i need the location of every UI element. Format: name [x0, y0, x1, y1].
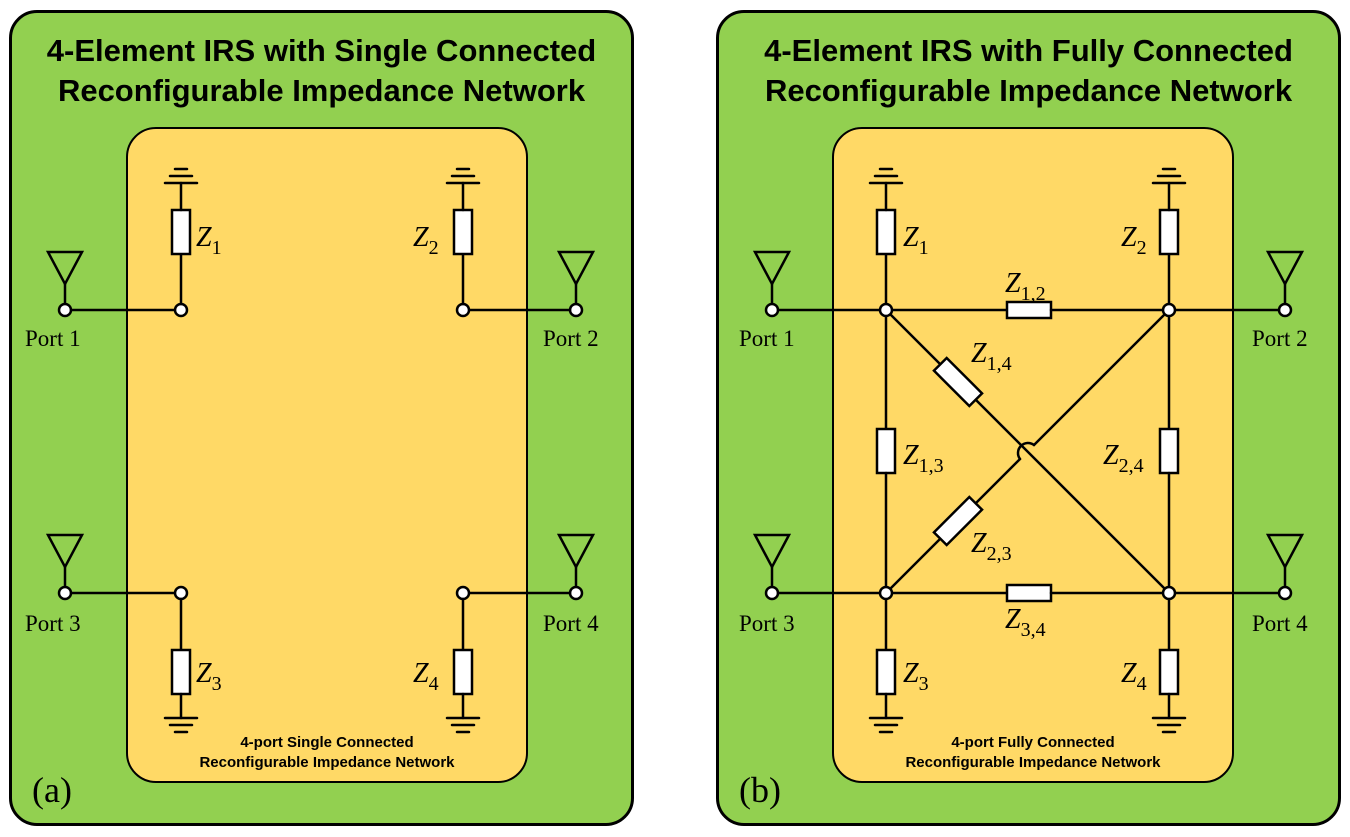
panel-a-node4: [455, 585, 471, 601]
panel-a-port2-antenna-icon: [556, 250, 596, 318]
panel-b-z34-label: Z3,4: [1005, 604, 1046, 641]
panel-a-z2-resistor: [452, 208, 474, 256]
panel-b-ground3-icon: [868, 716, 904, 734]
panel-a-z4-label: Z4: [413, 658, 439, 695]
panel-b-z4-resistor: [1158, 648, 1180, 696]
panel-b-z2-label: Z2: [1121, 222, 1147, 259]
panel-b-z3-label: Z3: [903, 658, 929, 695]
panel-a-node3: [173, 585, 189, 601]
panel-b-title-line2: Reconfigurable Impedance Network: [764, 73, 1293, 108]
panel-b-node1: [878, 302, 894, 318]
panel-a-ground1-icon: [163, 167, 199, 185]
panel-a-ground4-icon: [445, 716, 481, 734]
panel-b-ground4-icon: [1151, 716, 1187, 734]
panel-b-z3-resistor: [875, 648, 897, 696]
panel-a-port3-antenna-icon: [45, 533, 85, 601]
panel-b-z24-label: Z2,4: [1103, 440, 1144, 477]
panel-b-port3-label: Port 3: [739, 611, 795, 636]
panel-b-port1-label: Port 1: [739, 326, 795, 351]
panel-b-node2: [1161, 302, 1177, 318]
panel-a-network-line2: Reconfigurable Impedance Network: [199, 754, 455, 771]
panel-b-letter: (b): [739, 770, 781, 810]
panel-b-port4-label: Port 4: [1252, 611, 1308, 636]
panel-b-title-line1: 4-Element IRS with Fully Connected: [764, 33, 1293, 68]
panel-a-letter: (a): [32, 770, 72, 810]
panel-b-z12-label: Z1,2: [1005, 268, 1046, 305]
panel-a-z1-label: Z1: [196, 222, 222, 259]
panel-a-title: 4-Element IRS with Single Connected Reco…: [12, 31, 631, 111]
panel-a-z1-resistor: [170, 208, 192, 256]
panel-a-ground3-icon: [163, 716, 199, 734]
panel-a-port2-label: Port 2: [543, 326, 599, 351]
panel-a-z3-resistor: [170, 648, 192, 696]
panel-b-title: 4-Element IRS with Fully Connected Recon…: [719, 31, 1338, 111]
panel-a-port3-label: Port 3: [25, 611, 81, 636]
panel-b-ground1-icon: [868, 167, 904, 185]
panel-a-network-label: 4-port Single Connected Reconfigurable I…: [128, 733, 526, 773]
panel-a-network-line1: 4-port Single Connected: [240, 734, 414, 751]
panel-b-z13-label: Z1,3: [903, 440, 944, 477]
panel-b-z23-label: Z2,3: [971, 528, 1012, 565]
panel-b-z24-resistor: [1158, 427, 1180, 475]
panel-b-z4-label: Z4: [1121, 658, 1147, 695]
panel-b-port2-antenna-icon: [1265, 250, 1305, 318]
panel-a-port4-antenna-icon: [556, 533, 596, 601]
panel-b-network-line2: Reconfigurable Impedance Network: [905, 754, 1161, 771]
panel-a-z4-resistor: [452, 648, 474, 696]
panel-b-z14-label: Z1,4: [971, 338, 1012, 375]
panel-b-port3-antenna-icon: [752, 533, 792, 601]
panel-b-node3: [878, 585, 894, 601]
panel-b-port4-antenna-icon: [1265, 533, 1305, 601]
panel-b-z2-resistor: [1158, 208, 1180, 256]
panel-b-z1-resistor: [875, 208, 897, 256]
panel-a-z3-label: Z3: [196, 658, 222, 695]
panel-a-port4-label: Port 4: [543, 611, 599, 636]
panel-b-z13-resistor: [875, 427, 897, 475]
panel-a-node2: [455, 302, 471, 318]
panel-a-port1-label: Port 1: [25, 326, 81, 351]
panel-b-node4: [1161, 585, 1177, 601]
panel-b-ground2-icon: [1151, 167, 1187, 185]
panel-b-network-line1: 4-port Fully Connected: [951, 734, 1115, 751]
panel-b-port2-label: Port 2: [1252, 326, 1308, 351]
panel-a-port1-antenna-icon: [45, 250, 85, 318]
panel-a-z2-label: Z2: [413, 222, 439, 259]
panel-b-port1-antenna-icon: [752, 250, 792, 318]
panel-a-node1: [173, 302, 189, 318]
panel-a-title-line2: Reconfigurable Impedance Network: [57, 73, 586, 108]
panel-a-ground2-icon: [445, 167, 481, 185]
panel-b-z34-resistor: [1005, 583, 1053, 603]
panel-a-title-line1: 4-Element IRS with Single Connected: [46, 33, 597, 68]
panel-b-z1-label: Z1: [903, 222, 929, 259]
panel-b-network-label: 4-port Fully Connected Reconfigurable Im…: [834, 733, 1232, 773]
